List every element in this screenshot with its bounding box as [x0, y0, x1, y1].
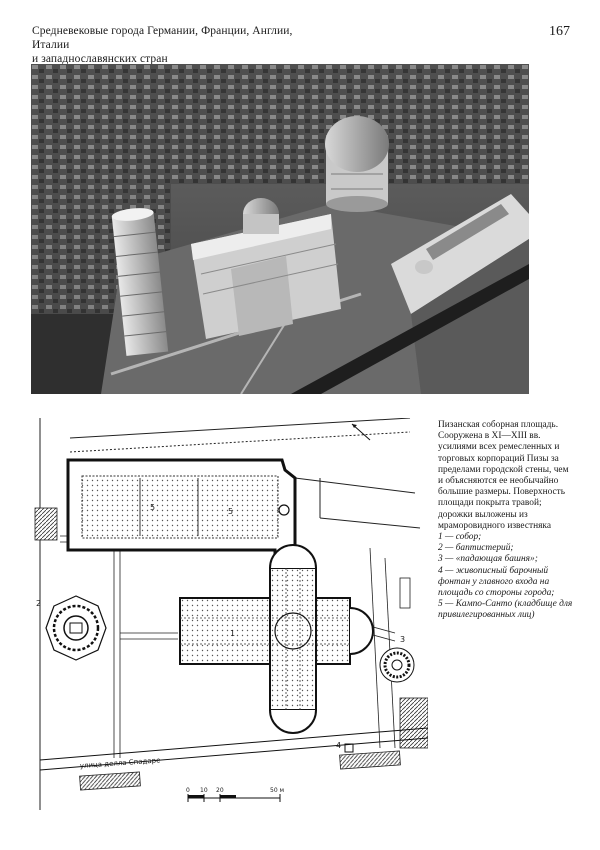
figure-caption: Пизанская соборная площадь. Сооружена в …: [438, 420, 574, 622]
leaning-tower: [111, 208, 169, 356]
scale-tick-0: 0: [186, 787, 190, 794]
plan-label-5b: 5: [228, 507, 233, 516]
aerial-photo: [31, 64, 529, 394]
plan-fountain: [344, 743, 354, 753]
plan-label-1: 1: [230, 629, 235, 638]
baptistery: [325, 116, 389, 212]
scale-bar: 0 10 20 50 м: [186, 787, 284, 802]
running-title-line1: Средневековые города Германии, Франции, …: [32, 25, 293, 51]
plan-baptistery: [45, 595, 107, 661]
caption-legend-2: 2 — баптистерий;: [438, 543, 514, 554]
page-number: 167: [549, 24, 570, 39]
caption-legend-4: 4 — живописный барочный фонтан у главног…: [438, 565, 555, 599]
plan-cathedral: [179, 544, 374, 734]
scale-tick-50: 50 м: [270, 787, 284, 794]
camposanto: [391, 194, 529, 394]
caption-legend-3: 3 — «падающая башня»;: [438, 554, 538, 565]
caption-legend-1: 1 — собор;: [438, 532, 482, 543]
site-plan: 5 5 1 2 3 4 улица делла Спадаре 0 10 20 …: [30, 418, 428, 810]
running-title-line2: и западнославянских стран: [32, 53, 168, 65]
caption-body: Пизанская соборная площадь. Сооружена в …: [438, 420, 569, 531]
plan-label-3: 3: [400, 635, 405, 644]
plan-label-5a: 5: [150, 503, 155, 512]
cathedral: [191, 198, 341, 339]
north-arrow-icon: [351, 423, 371, 441]
scale-tick-10: 10: [200, 787, 208, 794]
running-head: Средневековые города Германии, Франции, …: [32, 24, 332, 66]
scale-tick-20: 20: [216, 787, 224, 794]
plan-tower: [379, 647, 415, 683]
street-label: улица делла Спадаре: [80, 756, 161, 770]
caption-legend-5: 5 — Кампо-Санто (кладбище для привилегир…: [438, 599, 573, 621]
plan-camposanto: [66, 458, 297, 560]
plan-label-2: 2: [36, 599, 41, 608]
plan-street-wall: [39, 727, 428, 791]
plan-label-4: 4: [336, 741, 341, 750]
